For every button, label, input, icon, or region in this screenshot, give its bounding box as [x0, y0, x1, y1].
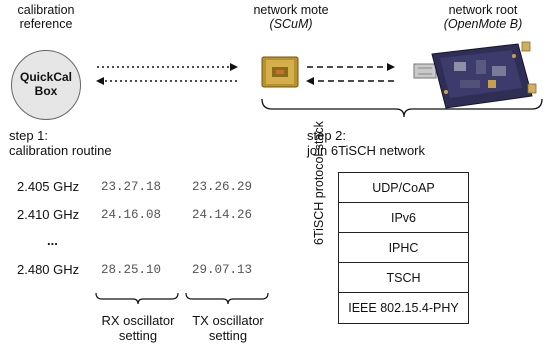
protocol-stack: UDP/CoAP IPv6 IPHC TSCH IEEE 802.15.4-PH…: [338, 172, 469, 324]
table-row-freq: 2.480 GHz: [17, 262, 80, 277]
protocol-stack-label: 6TiSCH protocol stack: [312, 121, 326, 245]
openmote-board-icon: [413, 41, 537, 109]
stack-layer-tsch: TSCH: [339, 263, 468, 293]
rx-oscillator-label: RX oscillator setting: [101, 313, 175, 343]
quickcal-line-2: Box: [34, 84, 58, 98]
stack-layer-udp-coap: UDP/CoAP: [339, 173, 468, 203]
network-mote-label: network mote (SCuM): [253, 3, 329, 31]
step2-label: step 2: join 6TiSCH network: [307, 128, 426, 158]
table-row-rx: 24.16.08: [101, 208, 162, 222]
stack-layer-ipv6: IPv6: [339, 203, 468, 233]
top-brace: [261, 98, 543, 118]
table-row-freq: 2.410 GHz: [17, 207, 80, 222]
network-root-label: network root (OpenMote B): [443, 3, 523, 31]
step1-label: step 1: calibration routine: [9, 128, 112, 158]
quickcal-box: QuickCal Box: [11, 50, 81, 120]
rx-brace: [95, 292, 179, 305]
quickcal-line-1: QuickCal: [19, 70, 73, 84]
scum-chip-icon: [261, 56, 299, 88]
table-row-ellipsis: ...: [47, 233, 58, 248]
table-row-freq: 2.405 GHz: [17, 179, 80, 194]
table-row-tx: 23.26.29: [192, 180, 253, 194]
table-row-rx: 28.25.10: [101, 263, 162, 277]
table-row-rx: 23.27.18: [101, 180, 162, 194]
calibration-reference-label: calibration reference: [17, 3, 75, 31]
stack-layer-phy: IEEE 802.15.4-PHY: [348, 301, 459, 315]
stack-layer-iphc: IPHC: [339, 233, 468, 263]
tx-oscillator-label: TX oscillator setting: [192, 313, 264, 343]
tx-brace: [185, 292, 269, 305]
table-row-tx: 24.14.26: [192, 208, 253, 222]
table-row-tx: 29.07.13: [192, 263, 253, 277]
